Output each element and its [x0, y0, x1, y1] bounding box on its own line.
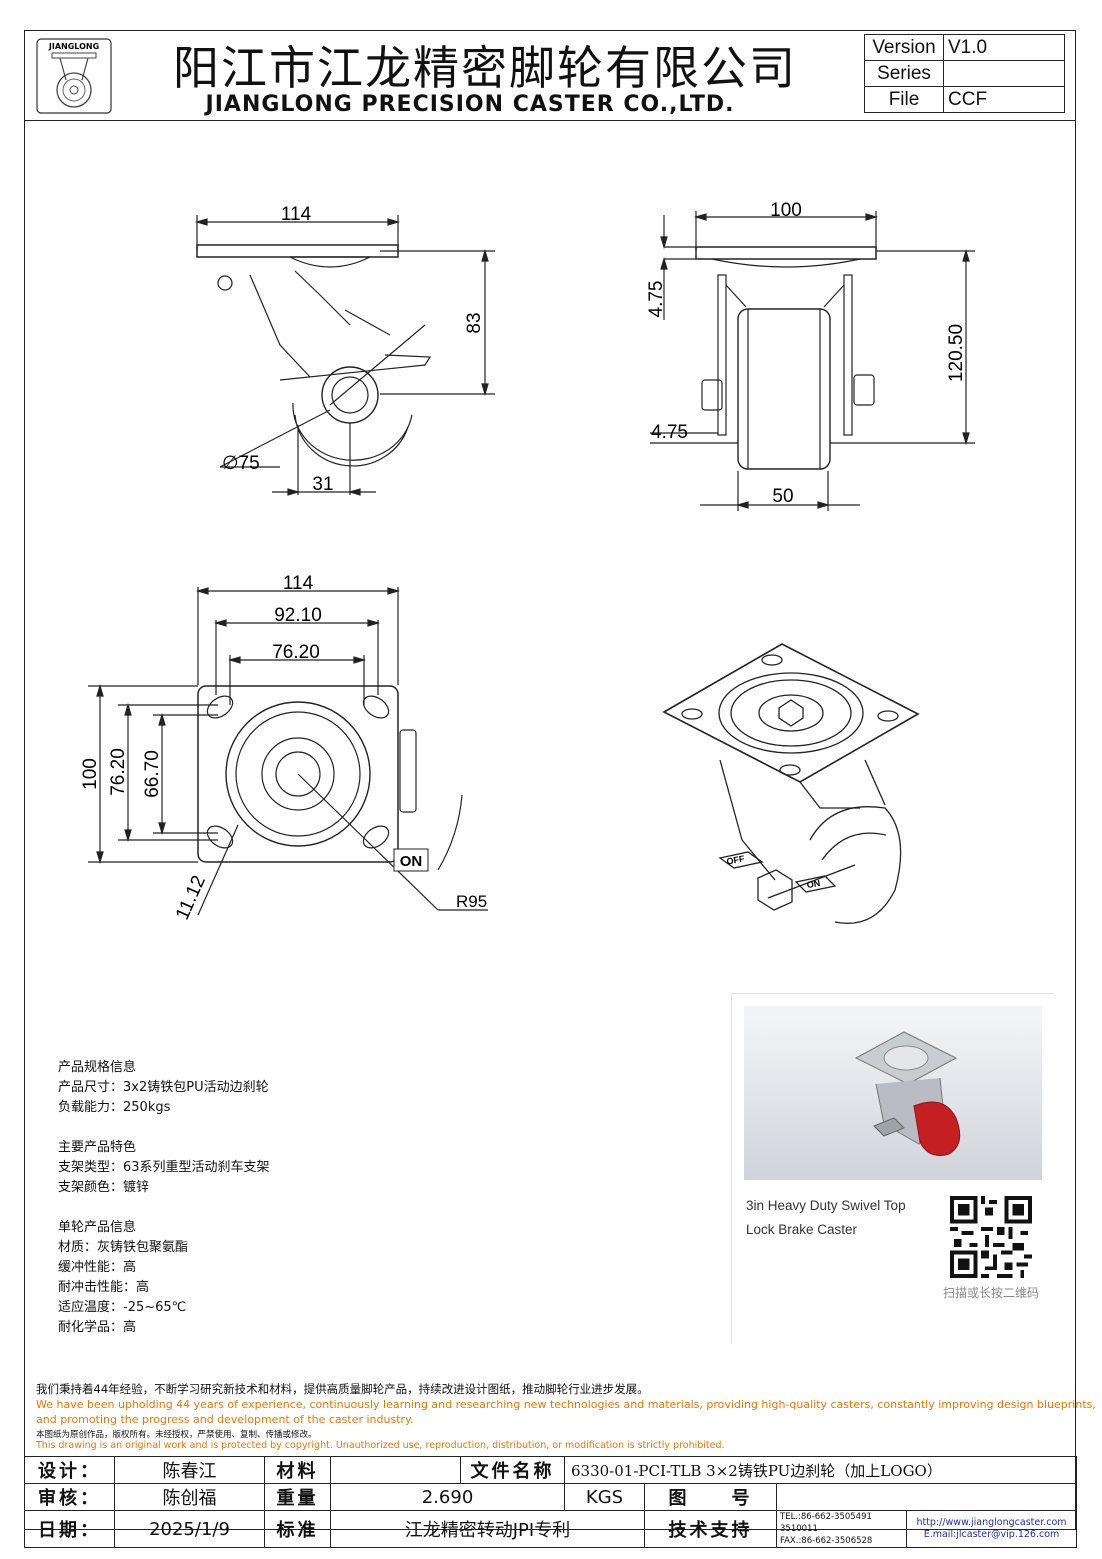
dim-wheel-width: 50 [772, 486, 793, 507]
front-view-drawing: 100 4.75 120.50 4.75 50 [646, 200, 975, 511]
company-logo: JIANGLONG [36, 38, 112, 114]
product-name[interactable]: 3in Heavy Duty Swivel Top Lock Brake Cas… [746, 1194, 936, 1242]
product-specs: 产品规格信息 产品尺寸：3x2铸铁包PU活动边刹轮 负载能力：250kgs 主要… [58, 1058, 270, 1338]
spec-impact: 耐冲击性能：高 [58, 1280, 150, 1295]
copyright-cn: 本图纸为原创作品，版权所有。未经授权，严禁使用、复制、传播或修改。 [36, 1430, 317, 1440]
iso-brake-off-label: OFF [726, 853, 746, 866]
version-value: V1.0 [943, 34, 1065, 61]
product-name-line2: Lock Brake Caster [746, 1222, 858, 1237]
qr-code-icon[interactable] [950, 1196, 1032, 1278]
design-label: 设计： [24, 1456, 115, 1484]
spec-section-title: 主要产品特色 [58, 1140, 137, 1155]
reviewer-name: 陈创福 [114, 1483, 265, 1511]
dim-hole-span-outer: 92.10 [274, 605, 322, 626]
spec-section-title: 产品规格信息 [58, 1060, 137, 1075]
product-name-line1: 3in Heavy Duty Swivel Top [746, 1198, 906, 1213]
material-label: 材料 [264, 1456, 331, 1484]
filename-value: 6330-01-PCI-TLB 3×2铸铁PU边刹轮（加上LOGO） [563, 1456, 1078, 1484]
dim-hole-v-inner: 66.70 [142, 750, 163, 798]
title-block: 设计： 陈春江 材料 文件名称 6330-01-PCI-TLB 3×2铸铁PU边… [24, 1456, 1078, 1548]
mission-en-line1: We have been upholding 44 years of exper… [36, 1398, 1096, 1411]
version-label: Version [864, 34, 944, 61]
drawing-number-label: 图 号 [644, 1483, 777, 1511]
weight-unit: KGS [564, 1483, 645, 1511]
dim-plate-width: 114 [283, 573, 314, 594]
file-value: CCF [943, 86, 1065, 113]
email-link[interactable]: E.mail:jlcaster@vip.126.com [923, 1529, 1060, 1540]
mission-en-line2: and promoting the progress and developme… [36, 1413, 414, 1426]
dim-hole-diameter: 11.12 [172, 872, 210, 923]
brake-on-label: ON [400, 853, 423, 870]
company-name-en: JIANGLONG PRECISION CASTER CO.,LTD. [205, 92, 735, 117]
support-label: 技术支持 [644, 1510, 777, 1548]
qr-scan-hint: 扫描或长按二维码 [942, 1286, 1039, 1300]
company-name-cn: 阳江市江龙精密脚轮有限公司 [173, 41, 797, 95]
drawing-number-value [775, 1483, 1078, 1511]
isometric-view-drawing: OFF ON [662, 643, 920, 924]
spec-temperature: 适应温度：-25~65℃ [58, 1300, 187, 1315]
dim-front-height: 120.50 [946, 324, 967, 382]
spec-cushion: 缓冲性能：高 [58, 1260, 137, 1275]
fax-line: FAX.:86-662-3506528 [780, 1536, 873, 1546]
material-value [330, 1456, 461, 1484]
spec-section-title: 单轮产品信息 [58, 1220, 137, 1235]
dim-side-height: 83 [464, 312, 485, 333]
series-label: Series [864, 60, 944, 87]
iso-brake-on-label: ON [806, 878, 821, 890]
contact-web[interactable]: http://www.jianglongcaster.com E.mail:jl… [905, 1510, 1078, 1548]
dim-front-side: 4.75 [651, 422, 688, 443]
side-view-drawing: 114 83 ∅75 31 [194, 204, 495, 496]
website-link[interactable]: http://www.jianglongcaster.com [916, 1517, 1067, 1528]
dim-swivel-radius: R95 [456, 892, 487, 911]
dim-front-top: 4.75 [646, 281, 667, 318]
date-value: 2025/1/9 [114, 1510, 265, 1548]
contact-phone: TEL.:86-662-3505491 3510011 FAX.:86-662-… [776, 1510, 907, 1548]
spec-bracket-color: 支架颜色：镀锌 [58, 1180, 150, 1195]
top-view-drawing: ON 114 92.10 76.20 100 76.20 66.70 11.12… [80, 573, 488, 923]
product-card[interactable]: 3in Heavy Duty Swivel Top Lock Brake Cas… [731, 993, 1054, 1344]
weight-value: 2.690 [330, 1483, 565, 1511]
review-label: 审核： [24, 1483, 115, 1511]
spec-size: 产品尺寸：3x2铸铁包PU活动边刹轮 [58, 1080, 269, 1095]
dim-plate-height: 100 [80, 758, 101, 790]
dim-front-width: 100 [770, 200, 802, 221]
filename-label: 文件名称 [460, 1456, 565, 1484]
standard-label: 标准 [264, 1510, 331, 1548]
logo-wordmark: JIANGLONG [48, 42, 99, 51]
copyright-en: This drawing is an original work and is … [36, 1440, 725, 1451]
series-value [943, 60, 1065, 87]
spec-material: 材质：灰铸铁包聚氨酯 [58, 1240, 189, 1255]
tel-line: TEL.:86-662-3505491 3510011 [780, 1512, 872, 1534]
header-divider [24, 120, 1076, 121]
dim-wheel-diameter: ∅75 [222, 453, 260, 474]
spec-bracket-type: 支架类型：63系列重型活动刹车支架 [58, 1160, 270, 1175]
spec-load: 负载能力：250kgs [58, 1100, 171, 1115]
dim-offset: 31 [312, 474, 333, 495]
dim-hole-span-inner: 76.20 [272, 642, 320, 663]
file-label: File [864, 86, 944, 113]
weight-label: 重量 [264, 1483, 331, 1511]
designer-name: 陈春江 [114, 1456, 265, 1484]
date-label: 日期： [24, 1510, 115, 1548]
product-render-image [744, 1006, 1042, 1180]
mission-cn: 我们秉持着44年经验，不断学习研究新技术和材料，提供高质量脚轮产品，持续改进设计… [36, 1382, 649, 1396]
dim-hole-v-outer: 76.20 [108, 748, 129, 796]
standard-value: 江龙精密转动JPI专利 [330, 1510, 645, 1548]
spec-chemical: 耐化学品：高 [58, 1320, 137, 1335]
dim-side-width: 114 [281, 204, 312, 225]
